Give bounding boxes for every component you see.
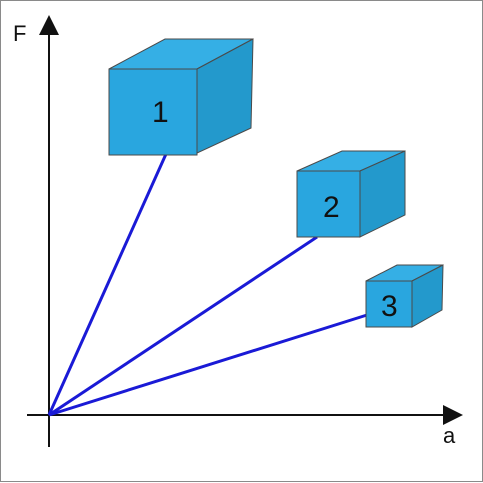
box-3-label: 3	[381, 290, 398, 323]
box-2: 2	[296, 150, 406, 238]
box-1-front	[108, 68, 198, 156]
box-3-front	[365, 280, 413, 328]
force-line-1	[47, 153, 168, 416]
y-axis-label: F	[13, 21, 26, 46]
x-axis-label: a	[443, 423, 456, 448]
box-1: 1	[108, 38, 254, 156]
box-2-front	[296, 170, 361, 238]
box-3: 3	[365, 264, 444, 328]
force-line-2	[48, 235, 318, 417]
force-line-3	[48, 313, 368, 417]
box-1-label: 1	[152, 96, 169, 129]
box-2-label: 2	[323, 191, 340, 224]
